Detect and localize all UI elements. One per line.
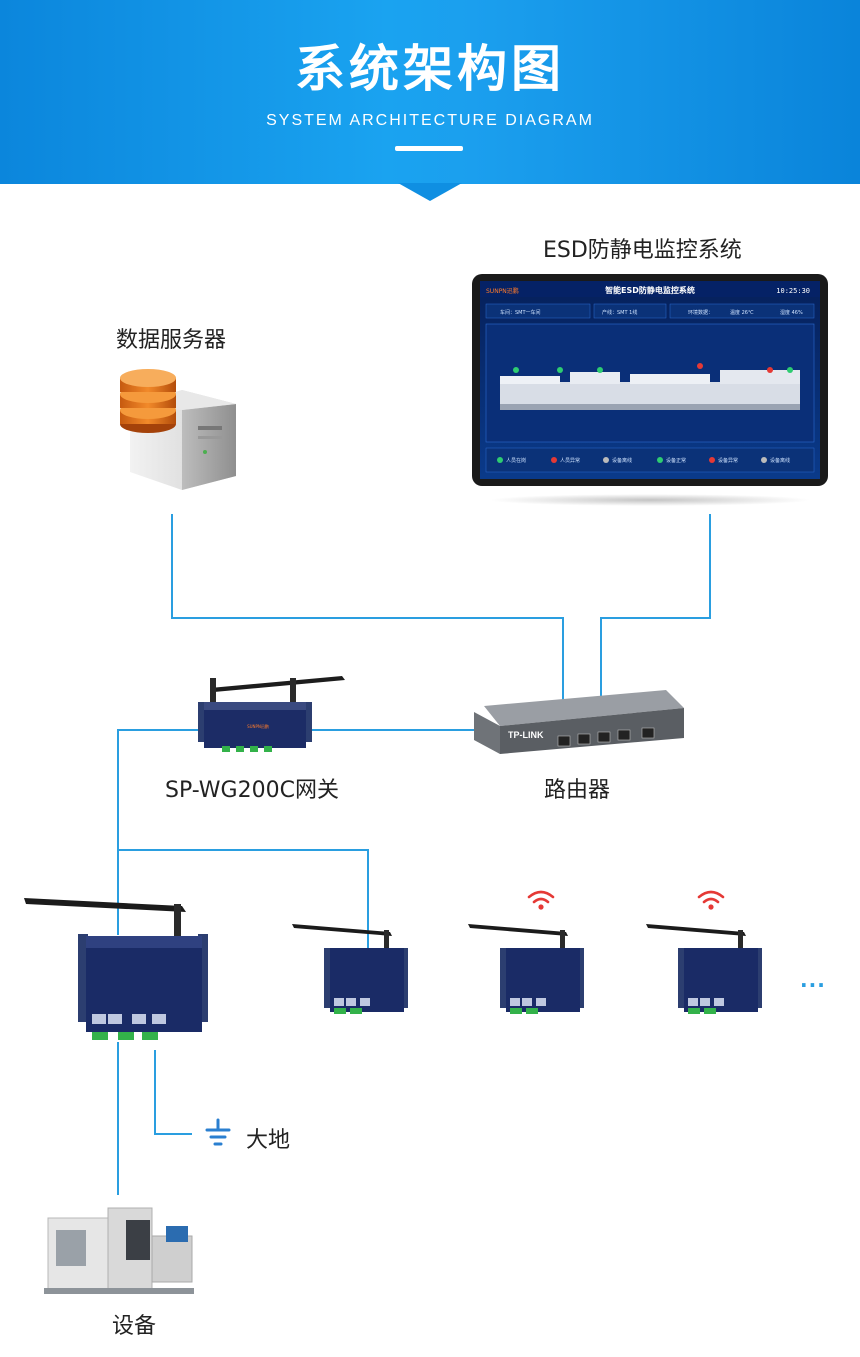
line-ground xyxy=(154,1050,192,1135)
more-indicator: ... xyxy=(800,968,826,992)
gateway-label: SP-WG200C网关 xyxy=(165,778,339,803)
production-line-illustration xyxy=(500,363,800,410)
screen-temperature: 温度 26℃ xyxy=(730,309,754,316)
server-icon xyxy=(120,369,236,490)
line-bus-node1 xyxy=(118,849,369,948)
esd-monitor: 智能ESD防静电监控系统 SUNPN迅鹏 10:25:30 车间：SMT一车间 … xyxy=(472,274,828,506)
node-3 xyxy=(646,924,762,1014)
page-subtitle: SYSTEM ARCHITECTURE DIAGRAM xyxy=(266,112,594,129)
screen-workshop: 车间：SMT一车间 xyxy=(500,309,541,316)
legend-2: 设备离线 xyxy=(612,457,632,464)
page-title: 系统架构图 xyxy=(295,40,565,98)
ground-icon xyxy=(205,1118,231,1146)
ground-label: 大地 xyxy=(246,1128,291,1153)
title-underline xyxy=(395,146,463,151)
router-icon: TP-LINK xyxy=(474,690,684,754)
gateway-screen-brand: SUNPN迅鹏 xyxy=(247,723,269,729)
equipment-label: 设备 xyxy=(112,1314,157,1339)
screen-env-label: 环境数据： xyxy=(688,309,713,316)
screen-brand: SUNPN迅鹏 xyxy=(486,287,519,295)
equipment-icon xyxy=(44,1207,194,1294)
banner-notch xyxy=(398,183,462,201)
header-banner xyxy=(0,0,860,184)
screen-humidity: 湿度 46% xyxy=(780,309,803,316)
monitor-label: ESD防静电监控系统 xyxy=(543,238,742,263)
node-1 xyxy=(292,924,408,1014)
wifi-icon xyxy=(527,890,555,910)
line-server-router xyxy=(171,514,564,700)
screen-clock: 10:25:30 xyxy=(776,287,810,295)
legend-0: 人员在岗 xyxy=(506,457,526,464)
legend-1: 人员异常 xyxy=(560,457,580,464)
router-brand: TP-LINK xyxy=(508,730,544,740)
gateway-device: SUNPN迅鹏 xyxy=(198,676,345,752)
line-gateway-bus xyxy=(117,729,198,935)
legend-4: 设备异常 xyxy=(718,457,738,464)
node-main xyxy=(24,898,208,1040)
node-2 xyxy=(468,924,584,1014)
screen-title: 智能ESD防静电监控系统 xyxy=(605,285,695,295)
wifi-icon xyxy=(697,890,725,910)
server-label: 数据服务器 xyxy=(116,328,227,353)
line-monitor-router xyxy=(600,514,711,700)
legend-5: 设备离线 xyxy=(770,457,790,464)
router-label: 路由器 xyxy=(544,778,611,803)
screen-line: 产线：SMT 1线 xyxy=(602,309,637,316)
legend-3: 设备正常 xyxy=(666,457,686,464)
